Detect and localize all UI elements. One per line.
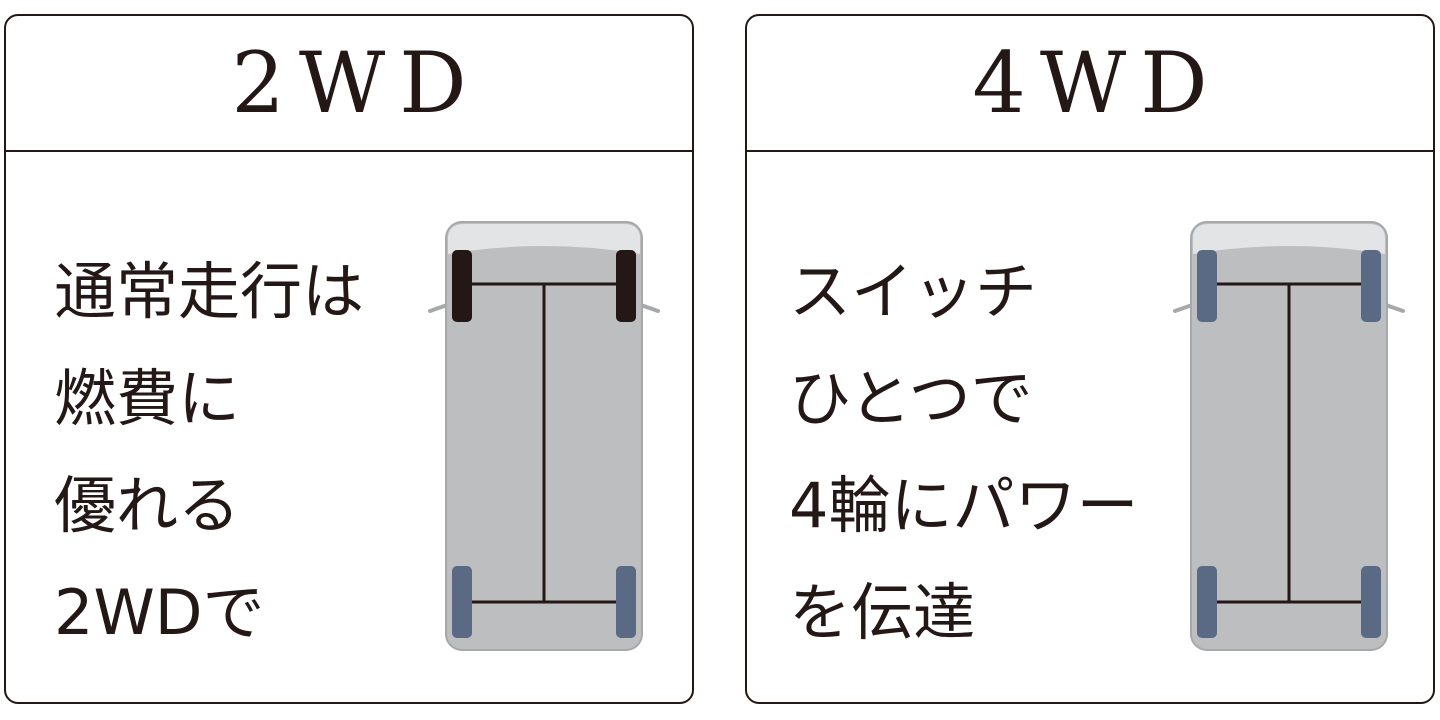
description-line: を伝達 bbox=[789, 576, 976, 649]
wheel-front-left bbox=[452, 250, 472, 322]
description-line: 4輪にパワー bbox=[789, 469, 1139, 542]
panel-title: 2WD bbox=[231, 34, 481, 132]
wheel-rear-right bbox=[1361, 566, 1381, 638]
description-line: 通常走行は bbox=[54, 255, 365, 328]
description-list: スイッチ ひとつで 4輪にパワー を伝達 bbox=[789, 238, 1138, 666]
description-list: 通常走行は 燃費に 優れる 2WDで bbox=[54, 238, 364, 666]
wheel-front-left bbox=[1197, 250, 1217, 322]
panel-2wd: 2WD 通常走行は 燃費に 優れる 2WDで bbox=[4, 14, 694, 704]
panel-4wd: 4WD スイッチ ひとつで 4輪にパワー を伝達 bbox=[745, 14, 1435, 704]
wheel-front-right bbox=[616, 250, 636, 322]
description-line: スイッチ bbox=[789, 255, 1038, 328]
panel-title: 4WD bbox=[972, 34, 1222, 132]
wheel-rear-right bbox=[616, 566, 636, 638]
car-front-band bbox=[448, 224, 640, 254]
car-top-view-2wd bbox=[428, 221, 660, 651]
wheel-front-right bbox=[1361, 250, 1381, 322]
wheel-rear-left bbox=[452, 566, 472, 638]
description-line: 優れる bbox=[54, 469, 241, 542]
description-line: 2WDで bbox=[54, 576, 265, 649]
car-top-view-4wd bbox=[1173, 221, 1405, 651]
car-front-band bbox=[1193, 224, 1385, 254]
wheel-rear-left bbox=[1197, 566, 1217, 638]
panel-header: 2WD bbox=[6, 16, 692, 152]
description-line: ひとつで bbox=[789, 362, 1033, 435]
panel-header: 4WD bbox=[747, 16, 1433, 152]
description-line: 燃費に bbox=[54, 362, 241, 435]
